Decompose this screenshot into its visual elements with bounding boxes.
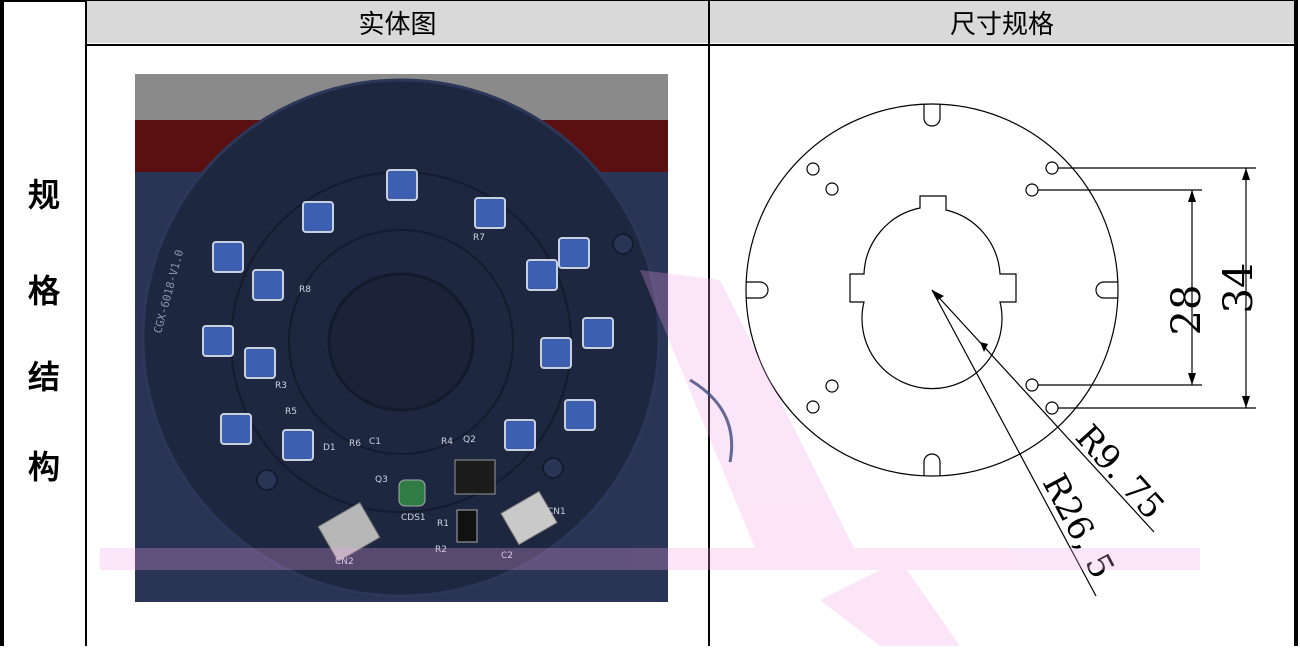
led-array: [202, 169, 614, 461]
label-r2: R2: [435, 545, 447, 555]
row-label-char-1: 规: [27, 176, 60, 214]
label-q3: Q3: [375, 475, 388, 485]
label-r7: R7: [473, 233, 485, 243]
dim-28: 28: [1164, 285, 1210, 336]
outer-outline: [745, 103, 1119, 477]
label-cds1: CDS1: [401, 513, 426, 523]
header-spec: 尺寸规格: [710, 1, 1294, 43]
column-divider-2: [708, 0, 710, 646]
label-cn2: CN2: [335, 557, 354, 567]
label-r4: R4: [441, 437, 453, 447]
center-hole: [849, 195, 1017, 390]
header-photo: 实体图: [87, 1, 708, 43]
row-label-char-3: 结: [27, 358, 60, 396]
row-label-char-4: 构: [27, 448, 60, 486]
label-r3: R3: [275, 381, 287, 391]
label-q2: Q2: [463, 435, 476, 445]
header-bottom-border: [86, 44, 1296, 46]
label-r8: R8: [299, 285, 311, 295]
label-cn1: CN1: [547, 507, 566, 517]
dim-34: 34: [1216, 263, 1262, 314]
pcb-photo: CGX-6018-V1.0 R7 R8 R3 R5 R6 C1 R4 Q2 Q3…: [135, 74, 668, 602]
dimension-drawing: 28 34 R9. 75 R26, 5: [712, 46, 1292, 646]
label-d1: D1: [323, 443, 336, 453]
label-r5: R5: [285, 407, 297, 417]
row-label-char-2: 格: [27, 272, 60, 310]
table-left-border: [0, 0, 4, 646]
table-right-border: [1294, 0, 1298, 646]
label-r6: R6: [349, 439, 361, 449]
column-divider-1: [85, 0, 87, 646]
label-c1: C1: [369, 437, 381, 447]
label-c2: C2: [501, 551, 513, 561]
label-r1: R1: [437, 519, 449, 529]
